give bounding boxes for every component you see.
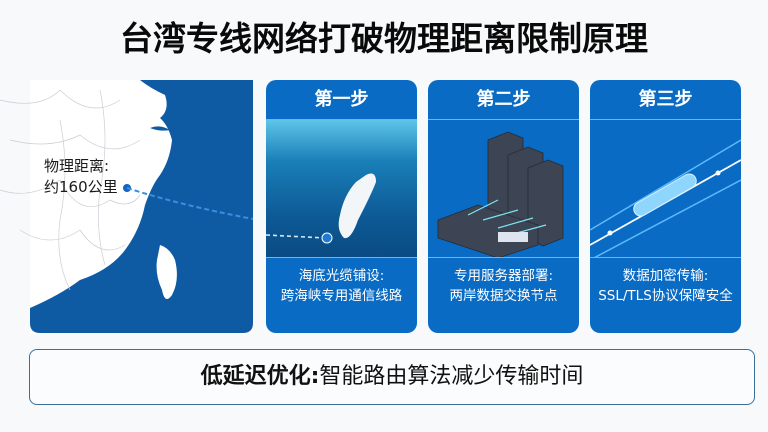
map-panel: 物理距离: 约160公里 — [0, 80, 253, 334]
step-1-heading: 第一步 — [266, 80, 417, 120]
step-3-heading: 第三步 — [590, 80, 741, 120]
distance-label: 物理距离: 约160公里 — [44, 157, 118, 196]
step-1-description: 海底光缆铺设: 跨海峡专用通信线路 — [280, 268, 403, 304]
server-rack-icon — [428, 120, 579, 258]
optimization-text: 智能路由算法减少传输时间 — [319, 364, 584, 389]
taiwan-undersea-icon — [266, 120, 417, 258]
step-3-card: 第三步 数据加密传输: SSL/TLS协议保障安全 — [590, 80, 741, 333]
step-2-description: 专用服务器部署: 两岸数据交换节点 — [449, 268, 558, 304]
step-2-card: 第二步 专用服务器部署: 两岸数据交换节点 — [428, 80, 579, 333]
optimization-banner: 低延迟优化:智能路由算法减少传输时间 — [29, 349, 755, 405]
taiwan-shape — [156, 245, 177, 299]
optimization-label: 低延迟优化: — [200, 364, 320, 389]
step-2-heading: 第二步 — [428, 80, 579, 120]
page-title: 台湾专线网络打破物理距离限制原理 — [120, 19, 648, 58]
step-3-description: 数据加密传输: SSL/TLS协议保障安全 — [598, 268, 733, 304]
map-illustration — [0, 80, 253, 334]
encrypted-tunnel-icon — [590, 120, 741, 258]
step-1-card: 第一步 海底光缆铺设: 跨海峡专用通信线路 — [266, 80, 417, 333]
